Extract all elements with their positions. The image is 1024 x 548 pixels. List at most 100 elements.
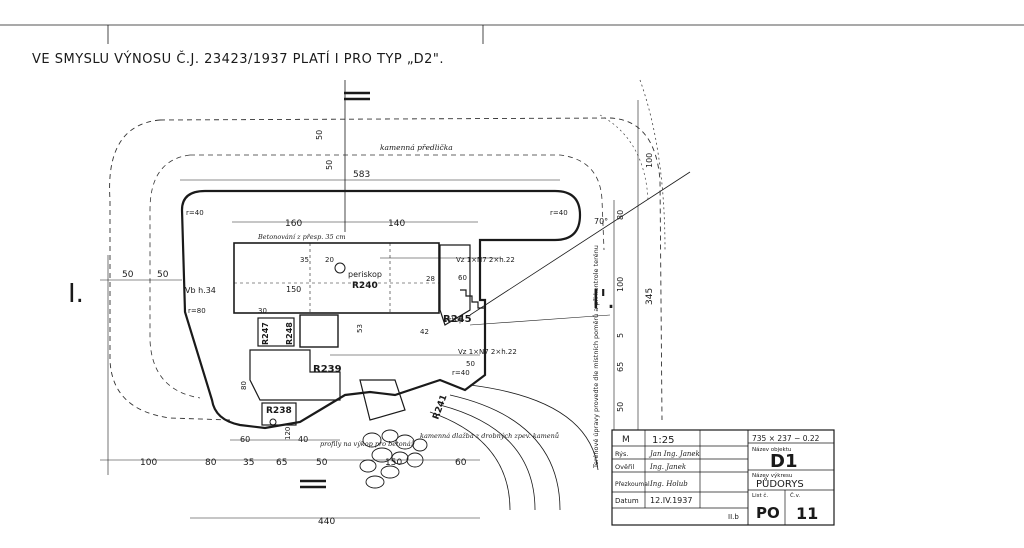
dim-65-bottom: 65 (276, 458, 287, 468)
dim-28: 28 (426, 275, 435, 283)
label-vz-bottom: Vz 1×N7 2×h.22 (458, 348, 517, 356)
label-cutoff: vstup (444, 316, 464, 324)
terrain-curve (599, 114, 649, 201)
room-r238-wall (261, 402, 297, 426)
dim-50: 50 (325, 160, 334, 170)
tb-number: 11 (796, 504, 818, 523)
tb-sheet-label: List č. (752, 492, 768, 499)
label-profile-cut: profily na výkop pro betonáž (320, 440, 415, 448)
tb-drawing-label: Název výkresu (752, 472, 792, 479)
dim-140: 140 (388, 219, 405, 229)
room-r245-wall (439, 244, 471, 326)
firing-line-1 (469, 171, 691, 316)
label-concrete: Betonování z přesp. 35 cm (257, 233, 346, 241)
tb-number-label: Č.v. (790, 492, 800, 499)
section-mark-right: I'. (592, 285, 615, 315)
tb-ref: II.b (728, 513, 739, 521)
dim-50: 50 (315, 130, 324, 140)
axis-mark-bottom (300, 479, 326, 489)
stepped-edge (460, 289, 484, 309)
tb-approved-label: Přezkoumal (615, 481, 650, 488)
room-r247-wall (257, 317, 295, 347)
title-block (611, 429, 835, 526)
dim-35-bottom: 35 (243, 458, 254, 468)
room-r239-wall (249, 349, 341, 401)
tb-drew-sig: Jan Ing. Janek (648, 450, 700, 458)
dim-20: 20 (325, 256, 334, 264)
drain-circle (269, 418, 277, 426)
room-r248-label: R248 (285, 322, 294, 345)
dim-583: 583 (353, 170, 370, 180)
dim-70deg: 70° (594, 217, 608, 226)
dim-440: 440 (318, 517, 335, 527)
dim-65: 65 (616, 362, 625, 372)
label-periscope-ref: R240 (352, 281, 378, 291)
arc-1 (449, 394, 561, 511)
label-vz-top: Vz 1×N7 2×h.22 (456, 256, 515, 264)
dim-50-bottom: 50 (316, 458, 328, 468)
dim-r80: r=80 (188, 307, 206, 315)
tb-date: 12.IV.1937 (650, 496, 692, 505)
tb-date-label: Datum (615, 497, 639, 505)
dim-40-inner: 40 (298, 435, 308, 444)
dim-100-bottom: 100 (140, 458, 157, 468)
main-room-wall (233, 242, 440, 314)
dim-r40: r=40 (550, 209, 568, 217)
terrain-outline-left (109, 119, 231, 421)
dim-r40: r=40 (452, 369, 470, 377)
tb-sheet: PO (756, 504, 780, 522)
dim-50: 50 (616, 402, 625, 412)
axis-mark-top (344, 91, 370, 101)
dim-80: 80 (240, 381, 248, 390)
dim-60-bottom: 60 (455, 458, 467, 468)
room-r245-label: R245 (443, 314, 472, 325)
stone-paving (359, 429, 428, 489)
label-stone-paving: kamenná dlažba z drobných zpev. kamenů (420, 431, 559, 440)
dim-5: 5 (616, 333, 625, 338)
terrain-outline-outer (159, 117, 663, 421)
dim-80-bottom: 80 (205, 458, 217, 468)
firing-line-2 (469, 314, 611, 326)
decree-header: VE SMYSLU VÝNOSU Č.J. 23423/1937 PLATÍ I… (32, 51, 444, 67)
tb-type: D1 (770, 451, 797, 472)
tb-drew-label: Rýs. (615, 450, 628, 458)
arc-3 (429, 411, 511, 511)
dim-150: 150 (286, 285, 301, 294)
bunker-outline (180, 189, 582, 430)
dim-r40: r=40 (186, 209, 204, 217)
dim-160: 160 (285, 219, 302, 229)
tb-type-label: Název objektu (752, 446, 791, 453)
dim-50-left: 50 (157, 270, 169, 280)
dim-50: 50 (466, 360, 475, 368)
room-r247-label: R247 (261, 322, 270, 345)
tb-drawing: PŮDORYS (756, 477, 804, 490)
dim-120: 120 (284, 427, 292, 440)
dim-60-inner: 60 (240, 435, 250, 444)
terrain-outline-mid (190, 154, 605, 251)
label-vb: Vb h.34 (185, 286, 216, 295)
dim-80: 80 (616, 210, 625, 220)
dim-100: 100 (645, 153, 654, 168)
label-stone-shoulder: kamenná předlička (380, 143, 453, 152)
dim-345: 345 (645, 288, 655, 305)
dim-53: 53 (356, 324, 364, 333)
dim-100: 100 (616, 277, 625, 292)
room-r238-label: R238 (266, 406, 292, 416)
tb-approved-sig: Ing. Holub (649, 480, 688, 488)
dim-50-left: 50 (122, 270, 134, 280)
label-terrain-note: Terénové úpravy provedte dle místních po… (592, 245, 600, 469)
section-mark-left: I. (68, 279, 84, 309)
label-periscope: periskop (348, 270, 382, 279)
dim-150-bottom: 150 (385, 458, 402, 468)
arc-4 (469, 384, 599, 471)
room-r239-label: R239 (313, 364, 342, 375)
tb-numbers: 735 × 237 − 0.22 (752, 434, 820, 443)
dim-60: 60 (458, 274, 467, 282)
tb-scale: 1:25 (652, 435, 674, 446)
arc-2 (439, 404, 536, 511)
stair-block (359, 379, 406, 421)
dim-30: 30 (258, 307, 267, 315)
tb-checked-label: Ověřil (615, 463, 634, 471)
